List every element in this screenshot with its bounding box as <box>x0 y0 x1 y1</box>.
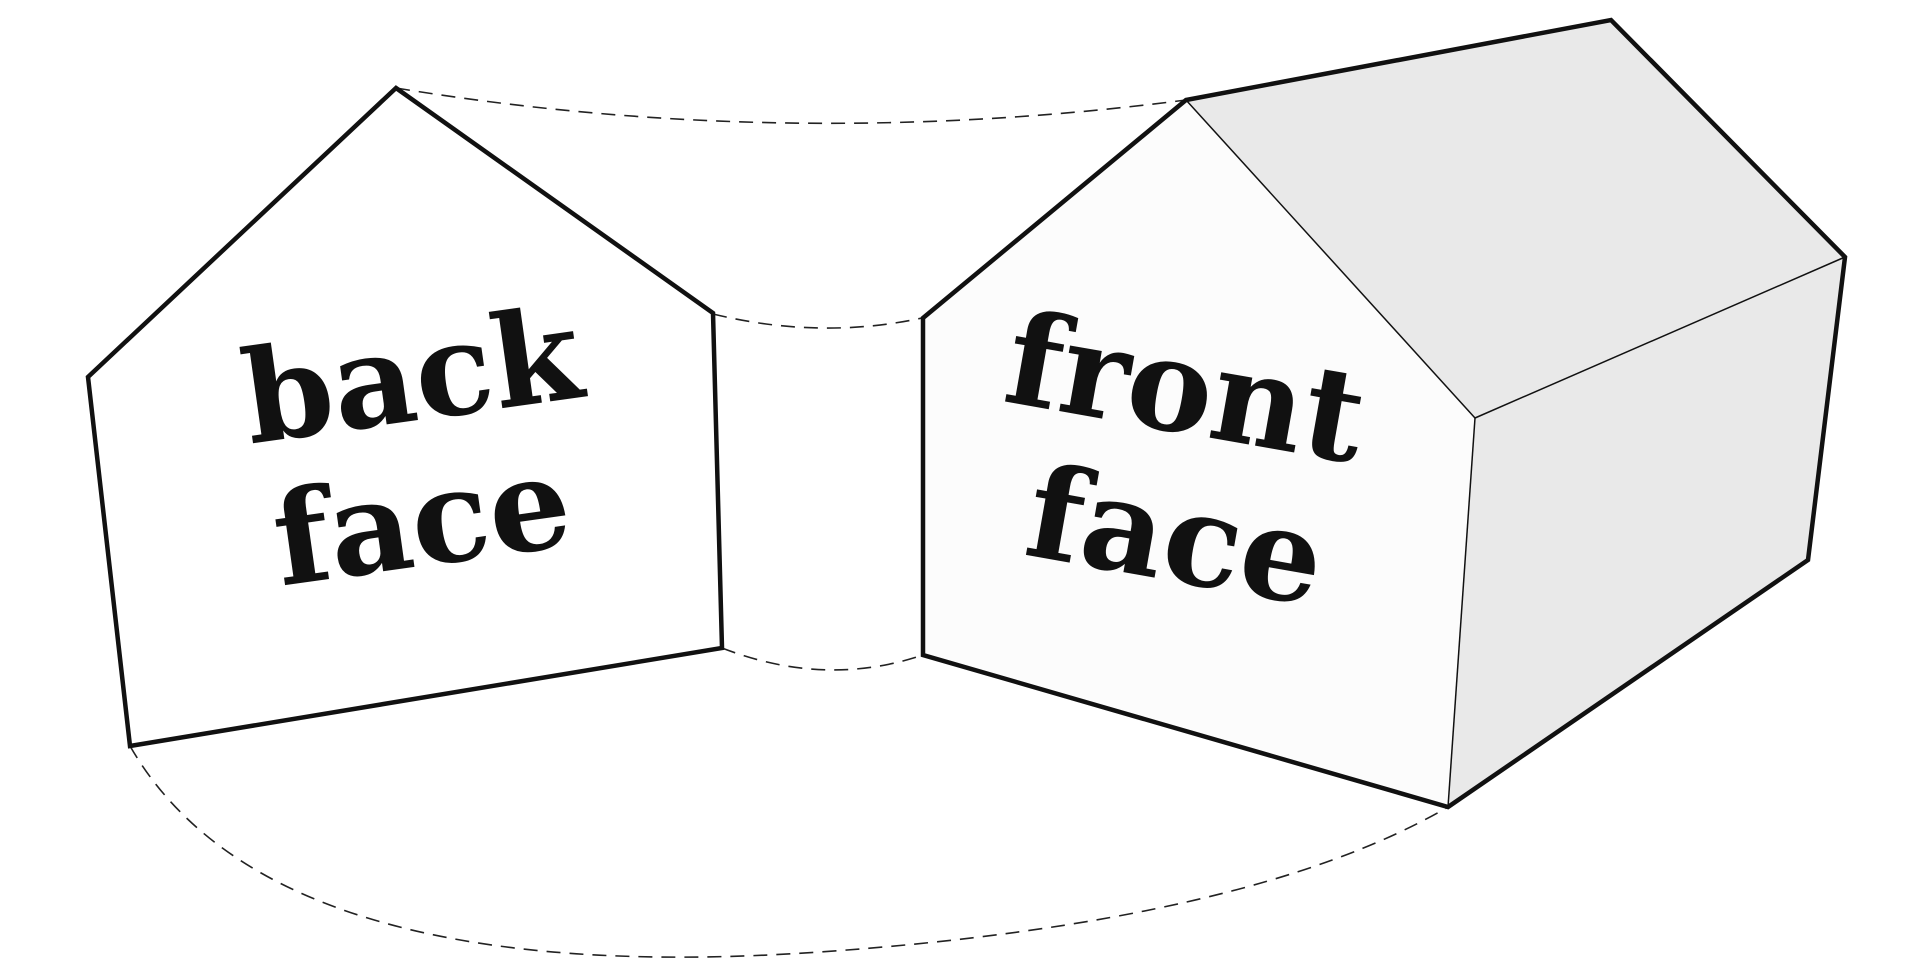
connector-arc-top <box>395 87 1187 125</box>
side-top-edge <box>1474 256 1846 419</box>
roof-ridge-edge <box>1185 99 1476 419</box>
connector-arc-upper-mid <box>712 313 923 329</box>
corner-vertical-edge <box>1447 417 1476 808</box>
back-face <box>85 85 725 749</box>
house-roof-side <box>1186 20 1845 418</box>
connector-arc-lower-mid <box>721 647 924 671</box>
connector-arcs <box>129 87 1449 958</box>
house <box>920 17 1848 810</box>
back-face-label: back face <box>234 278 593 616</box>
connector-arc-bottom <box>129 745 1449 958</box>
house-wall-side <box>1448 257 1845 807</box>
front-face-shape <box>923 100 1475 807</box>
back-face-shape <box>85 85 725 749</box>
house-outline <box>920 17 1848 810</box>
